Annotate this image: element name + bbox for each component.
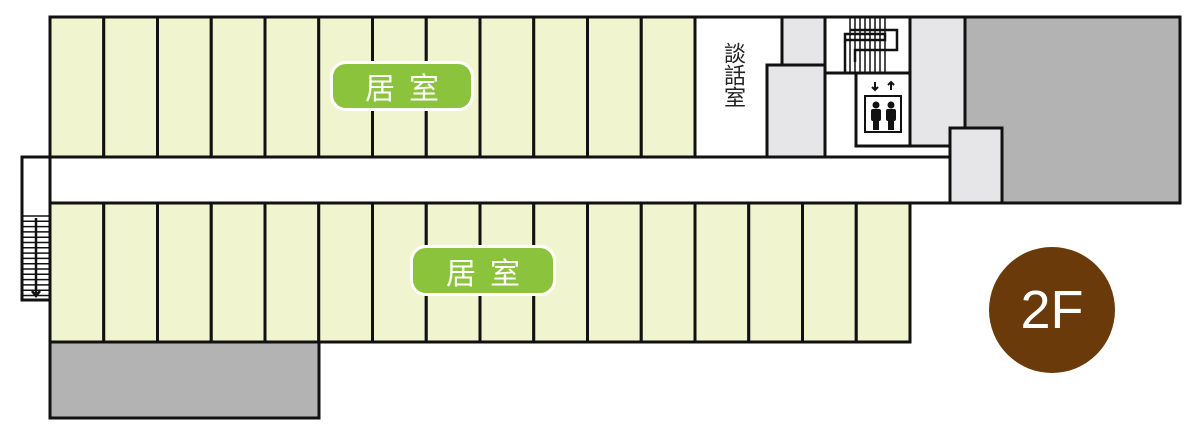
resident-room: [209, 201, 267, 344]
resident-room: [586, 15, 643, 159]
storage-area-left: [48, 340, 321, 420]
utility-room: [765, 63, 827, 159]
elevator-icon: [864, 80, 902, 133]
room-label-upper: 居室: [330, 61, 474, 111]
resident-room: [371, 201, 428, 344]
resident-room: [156, 201, 213, 344]
resident-room: [586, 201, 643, 344]
resident-room: [209, 15, 267, 159]
stairs-icon: [23, 215, 49, 299]
stairs-icon: [843, 18, 899, 73]
room-label-lower: 居室: [410, 245, 556, 296]
floor-badge: 2F: [989, 247, 1115, 373]
resident-room: [102, 15, 159, 159]
resident-room: [48, 15, 106, 159]
utility-room: [780, 15, 827, 67]
resident-room: [639, 201, 697, 344]
resident-room: [532, 15, 589, 159]
resident-room: [263, 201, 321, 344]
resident-room: [801, 201, 858, 344]
utility-room: [948, 126, 1004, 205]
resident-room: [747, 201, 804, 344]
resident-room: [102, 201, 159, 344]
resident-room: [693, 201, 751, 344]
resident-room: [263, 15, 321, 159]
corridor: [48, 155, 952, 205]
resident-room: [639, 15, 697, 159]
resident-room: [317, 201, 374, 344]
resident-room: [478, 15, 536, 159]
lounge-label: 談話室: [720, 42, 745, 108]
resident-room: [156, 15, 213, 159]
resident-room: [48, 201, 106, 344]
utility-room: [908, 15, 967, 148]
resident-room: [854, 201, 912, 344]
